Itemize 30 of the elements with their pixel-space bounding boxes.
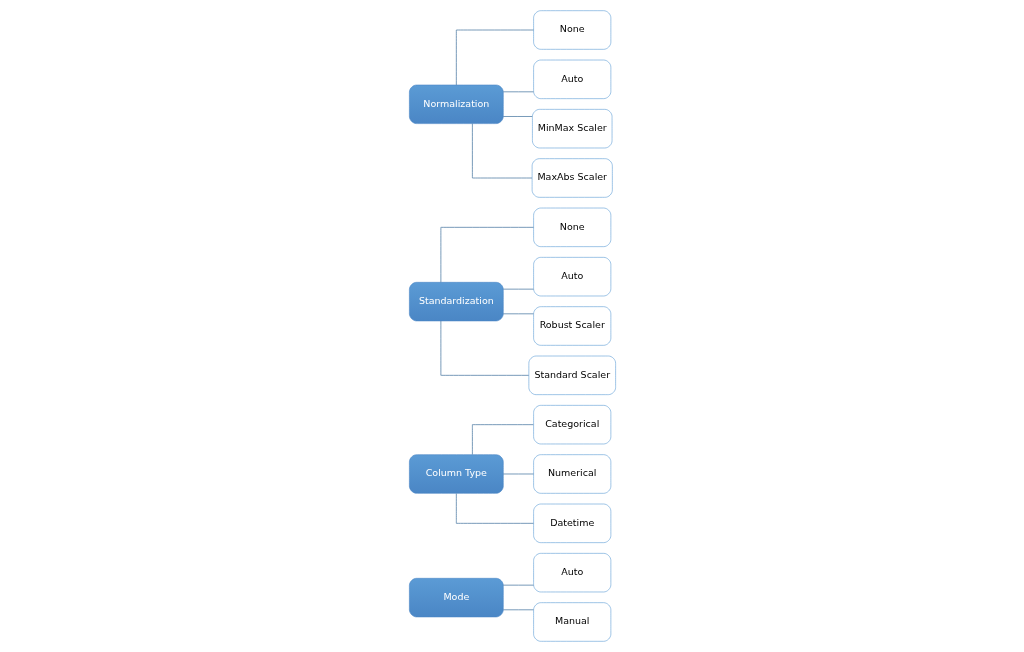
node-box: None [532,10,611,50]
node-box: Datetime [532,503,611,543]
node-box: None [532,207,611,247]
connector [502,116,533,117]
connector [502,313,534,315]
connector [502,288,534,290]
node-box: Manual [532,602,611,642]
node-box: Auto [532,59,611,99]
node-box: MinMax Scaler [531,109,612,149]
connector [502,473,534,475]
connector [440,227,534,283]
connector [502,91,534,93]
node-box: Auto [532,257,611,297]
node-box: MaxAbs Scaler [531,158,613,198]
node-box: Categorical [532,405,611,445]
connector [502,609,534,611]
node-box: Auto [532,553,611,593]
node-box: Standard Scaler [528,355,616,395]
connector [471,123,532,179]
connector [455,493,534,524]
connector [471,424,534,455]
connector [440,320,529,376]
node-box: Mode [408,578,504,618]
node-box: Standardization [408,282,504,322]
node-box: Robust Scaler [532,306,611,346]
node-box: Column Type [408,454,504,494]
connector [502,584,534,586]
node-box: Numerical [532,454,611,494]
connector [455,29,534,86]
node-box: Normalization [408,84,504,124]
